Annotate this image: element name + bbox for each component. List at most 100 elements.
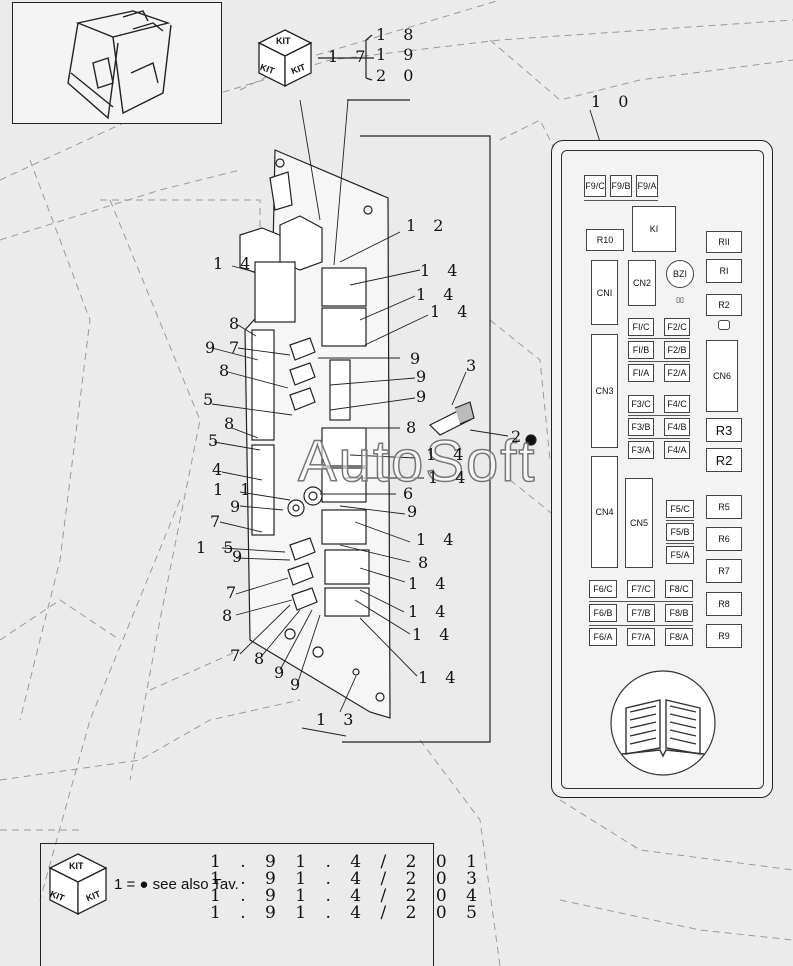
callout-9g: 9 (232, 547, 249, 566)
relay-r6: R6 (706, 527, 742, 551)
callout-10: 1 0 (591, 92, 635, 111)
callout-9h: 9 (274, 663, 291, 682)
kit-top-label: KIT (276, 36, 291, 46)
kit-cube-icon (257, 29, 313, 88)
callout-2: 2 (511, 427, 528, 446)
fuse-f2b: F2/B (664, 341, 690, 359)
fuse-f5a: F5/A (666, 546, 694, 564)
fuse-f7c: F7/C (627, 580, 655, 598)
fuse-box-inner (561, 150, 764, 789)
callout-14e: 1 4 (426, 445, 470, 464)
callout-14d: 1 4 (430, 302, 474, 321)
sep-f1b (628, 361, 690, 362)
legend-code-3: 1 . 9 1 . 4 / 2 0 4 (210, 886, 484, 906)
relay-r10: R10 (586, 229, 624, 251)
fuse-f7b: F7/B (627, 604, 655, 622)
connector-cn2: CN2 (628, 260, 656, 306)
fuse-f1c: FI/C (628, 318, 654, 336)
fuse-f1a: FI/A (628, 364, 654, 382)
callout-7a: 7 (229, 338, 246, 357)
sep-f5c (666, 520, 694, 521)
fuse-f4a: F4/A (664, 441, 690, 459)
fuse-f9-separator (584, 200, 658, 201)
relay-r2: R2 (706, 448, 742, 472)
legend-code-1: 1 . 9 1 . 4 / 2 0 1 (210, 852, 484, 872)
fuse-f6a: F6/A (589, 628, 617, 646)
callout-8f: 8 (222, 606, 239, 625)
callout-11: 1 1 (213, 480, 257, 499)
fuse-f9a: F9/A (636, 175, 658, 197)
diode-mark-r2 (718, 320, 730, 330)
callout-9i: 9 (290, 675, 307, 694)
fuse-f8b: F8/B (665, 604, 693, 622)
connector-cn5: CN5 (625, 478, 653, 568)
callout-14b: 1 4 (420, 261, 464, 280)
fuse-f5b: F5/B (666, 523, 694, 541)
legend-code-4: 1 . 9 1 . 4 / 2 0 5 (210, 903, 484, 923)
fuse-f6c: F6/C (589, 580, 617, 598)
callout-14a: 1 4 (213, 254, 257, 273)
callout-9e: 9 (230, 497, 247, 516)
connector-cn4: CN4 (591, 456, 618, 568)
callout-3: 3 (466, 356, 483, 375)
legend-code-2: 1 . 9 1 . 4 / 2 0 3 (210, 869, 484, 889)
callout-14j: 1 4 (412, 625, 456, 644)
callout-8d: 8 (406, 418, 423, 437)
fuse-f2c: F2/C (664, 318, 690, 336)
relay-r5: R5 (706, 495, 742, 519)
connector-cn6: CN6 (706, 340, 738, 412)
callout-9b: 9 (410, 349, 427, 368)
sep-f1c (628, 338, 690, 339)
callout-4: 4 (212, 460, 229, 479)
fuse-f9b: F9/B (610, 175, 632, 197)
callout-14f: 1 4 (428, 468, 472, 487)
callout-18: 1 8 (376, 25, 420, 44)
callout-15: 1 5 (196, 538, 240, 557)
watermark: AutoSoft (297, 428, 537, 495)
fuse-f8c: F8/C (665, 580, 693, 598)
callout-14k: 1 4 (418, 668, 462, 687)
relay-r9: R9 (706, 624, 742, 648)
sep-f3b (628, 438, 690, 439)
callout-14c: 1 4 (416, 285, 460, 304)
relay-k1: KI (632, 206, 676, 252)
fuse-f4b: F4/B (664, 418, 690, 436)
relay-r8: R8 (706, 592, 742, 616)
fuse-f3a: F3/A (628, 441, 654, 459)
fuse-f7a: F7/A (627, 628, 655, 646)
callout-7d: 7 (230, 646, 247, 665)
callout-17: 1 7 (328, 47, 372, 66)
legend-kit-cube-icon (48, 853, 108, 916)
callout-9a: 9 (205, 338, 222, 357)
callout-8c: 8 (224, 414, 241, 433)
relay-r3: R3 (706, 418, 742, 442)
callout-8a: 8 (229, 314, 246, 333)
legend-box (40, 843, 434, 966)
diode-marks: ▯▯ (676, 297, 684, 304)
fuse-f3c: F3/C (628, 395, 654, 413)
callout-5b: 5 (208, 431, 225, 450)
relay-r7: R7 (706, 559, 742, 583)
relay-r1: RI (706, 259, 742, 283)
sep-f6c (589, 601, 693, 602)
fuse-f2a: F2/A (664, 364, 690, 382)
fuse-f3b: F3/B (628, 418, 654, 436)
relay-r2-small: R2 (706, 294, 742, 316)
sep-f6b (589, 625, 693, 626)
cab-inset-box (12, 2, 222, 124)
callout-14i: 1 4 (408, 602, 452, 621)
fuse-f1b: FI/B (628, 341, 654, 359)
fuse-f4c: F4/C (664, 395, 690, 413)
sep-f3c (628, 415, 690, 416)
buzzer-bz1: BZI (666, 260, 694, 288)
callout-12: 1 2 (406, 216, 450, 235)
callout-5a: 5 (203, 390, 220, 409)
manual-book-icon (610, 670, 716, 776)
cab-illustration (67, 10, 172, 120)
sep-f5b (666, 543, 694, 544)
callout-14h: 1 4 (408, 574, 452, 593)
callout-7c: 7 (226, 583, 243, 602)
fuse-f5c: F5/C (666, 500, 694, 518)
